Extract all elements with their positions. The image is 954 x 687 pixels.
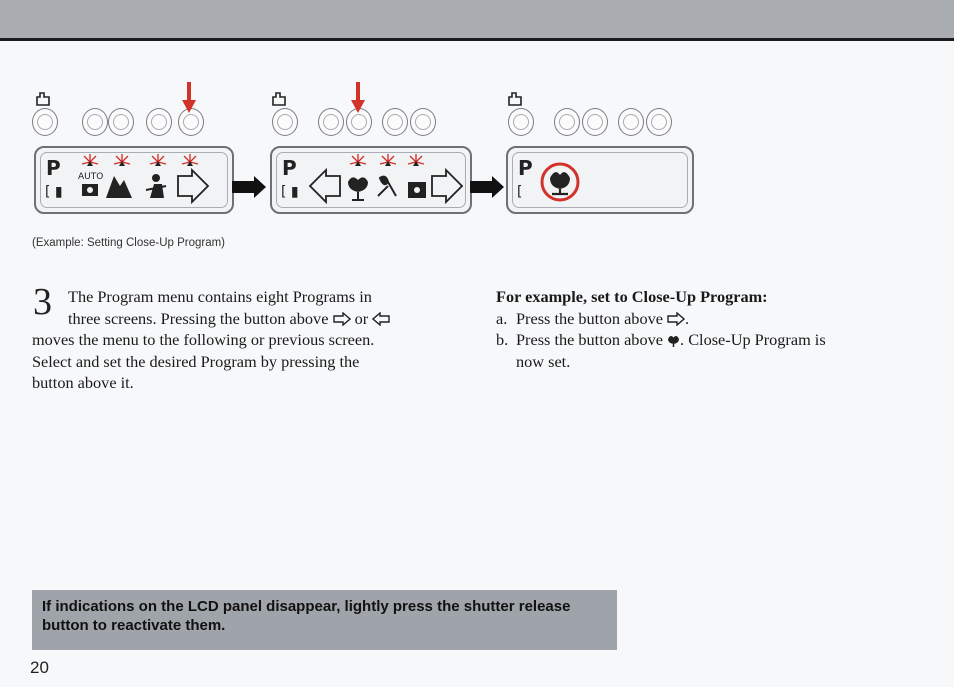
down-arrow-icon	[182, 82, 196, 113]
lcd-icons: AUTO	[78, 154, 210, 204]
program-mode-indicator: P	[282, 156, 297, 180]
camera-button[interactable]	[618, 108, 644, 136]
camera-button[interactable]	[582, 108, 608, 136]
camera-button[interactable]	[32, 108, 58, 136]
camera-button[interactable]	[272, 108, 298, 136]
note-box: If indications on the LCD panel disappea…	[32, 590, 617, 650]
right-arrow-icon	[332, 311, 351, 326]
camera-grip-icon	[272, 92, 286, 106]
left-arrow-icon	[372, 311, 390, 326]
close-up-icon	[668, 336, 680, 347]
step-line: moves the menu to the following or previ…	[32, 330, 375, 349]
down-arrow-icon	[351, 82, 365, 113]
lcd-diagram: P [ ▮ AUTO	[32, 82, 712, 228]
lcd-panel: P [ ▮	[270, 146, 472, 214]
step-line: three screens. Pressing the button above	[68, 308, 329, 328]
step-line: button above it.	[32, 373, 134, 392]
camera-button[interactable]	[178, 108, 204, 136]
step-line: Select and set the desired Program by pr…	[32, 351, 360, 371]
example-heading: For example, set to Close-Up Program:	[496, 287, 768, 306]
camera-button[interactable]	[508, 108, 534, 136]
camera-button[interactable]	[146, 108, 172, 136]
example-item-b: b. Press the button above . Close-Up Pro…	[496, 330, 826, 371]
right-arrow-icon	[667, 311, 686, 326]
lcd-icons	[308, 154, 464, 204]
lcd-panel: P [	[506, 146, 694, 214]
note-text: If indications on the LCD panel disappea…	[42, 598, 571, 634]
page-number: 20	[30, 658, 49, 677]
camera-button[interactable]	[382, 108, 408, 136]
program-mode-indicator: P	[518, 156, 533, 180]
camera-grip-icon	[508, 92, 522, 106]
step-line: or	[354, 308, 369, 328]
camera-button[interactable]	[410, 108, 436, 136]
next-arrow-icon	[232, 176, 266, 198]
camera-button[interactable]	[646, 108, 672, 136]
camera-button[interactable]	[82, 108, 108, 136]
lcd-panel: P [ ▮ AUTO	[34, 146, 234, 214]
camera-button[interactable]	[318, 108, 344, 136]
top-band	[0, 0, 954, 41]
lcd-bar-indicator: [ ▮	[45, 184, 63, 200]
step-number: 3	[33, 281, 52, 323]
example-section: For example, set to Close-Up Program: a.…	[496, 286, 916, 372]
camera-button[interactable]	[346, 108, 372, 136]
figure-caption: (Example: Setting Close-Up Program)	[32, 237, 226, 249]
step-line: The Program menu contains eight Programs…	[68, 287, 372, 306]
step-body: The Program menu contains eight Programs…	[32, 286, 457, 394]
camera-button[interactable]	[108, 108, 134, 136]
next-arrow-icon	[470, 176, 504, 198]
close-up-icon	[540, 162, 580, 202]
auto-label: AUTO	[78, 172, 103, 182]
lcd-bar-indicator: [ ▮	[281, 184, 299, 200]
camera-grip-icon	[36, 92, 50, 106]
program-mode-indicator: P	[46, 156, 61, 180]
lcd-bar-indicator: [	[517, 184, 523, 200]
camera-button[interactable]	[554, 108, 580, 136]
example-item-a: a. Press the button above .	[496, 308, 690, 328]
